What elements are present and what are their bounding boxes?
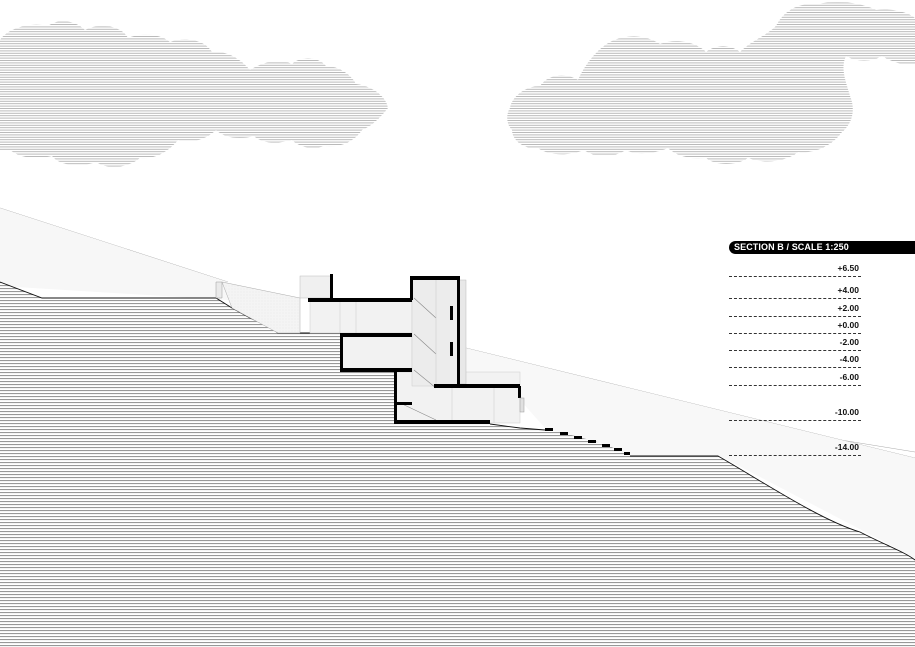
level-marker: -14.00: [729, 442, 861, 456]
stair-core: [411, 277, 459, 387]
level-label: +0.00: [837, 320, 859, 330]
section-title: SECTION B / SCALE 1:250: [729, 241, 915, 254]
level-marker: -10.00: [729, 407, 861, 421]
level-label: -10.00: [834, 407, 859, 417]
level-label: -2.00: [839, 337, 859, 347]
terrace-rail: [519, 397, 525, 413]
level-marker: -4.00: [729, 354, 861, 368]
level-label: -4.00: [839, 354, 859, 364]
level-marker: -2.00: [729, 337, 861, 351]
upper-level-interior: [309, 299, 413, 334]
level-label: +2.00: [837, 303, 859, 313]
rooftop-volume: [299, 275, 333, 299]
level-marker: +4.00: [729, 285, 861, 299]
level-marker: +6.50: [729, 263, 861, 277]
level-label: -6.00: [839, 372, 859, 382]
level-marker: -6.00: [729, 372, 861, 386]
structure-cut: [308, 274, 521, 424]
section-ground: [0, 282, 915, 647]
cloud-left: [0, 21, 388, 167]
level-label: +6.50: [837, 263, 859, 273]
building: [299, 274, 525, 424]
level-label: +4.00: [837, 285, 859, 295]
level-marker: +2.00: [729, 303, 861, 317]
exterior-steps: [545, 428, 630, 455]
cloud-right: [507, 2, 915, 164]
entry-ramp: [215, 281, 301, 334]
middle-level-interior: [341, 334, 413, 371]
level-marker: +0.00: [729, 320, 861, 334]
mullions: [339, 280, 495, 423]
background-terrain-fill: [0, 208, 228, 300]
downhill-terrain-fill: [466, 348, 915, 558]
level-label: -14.00: [834, 442, 859, 452]
